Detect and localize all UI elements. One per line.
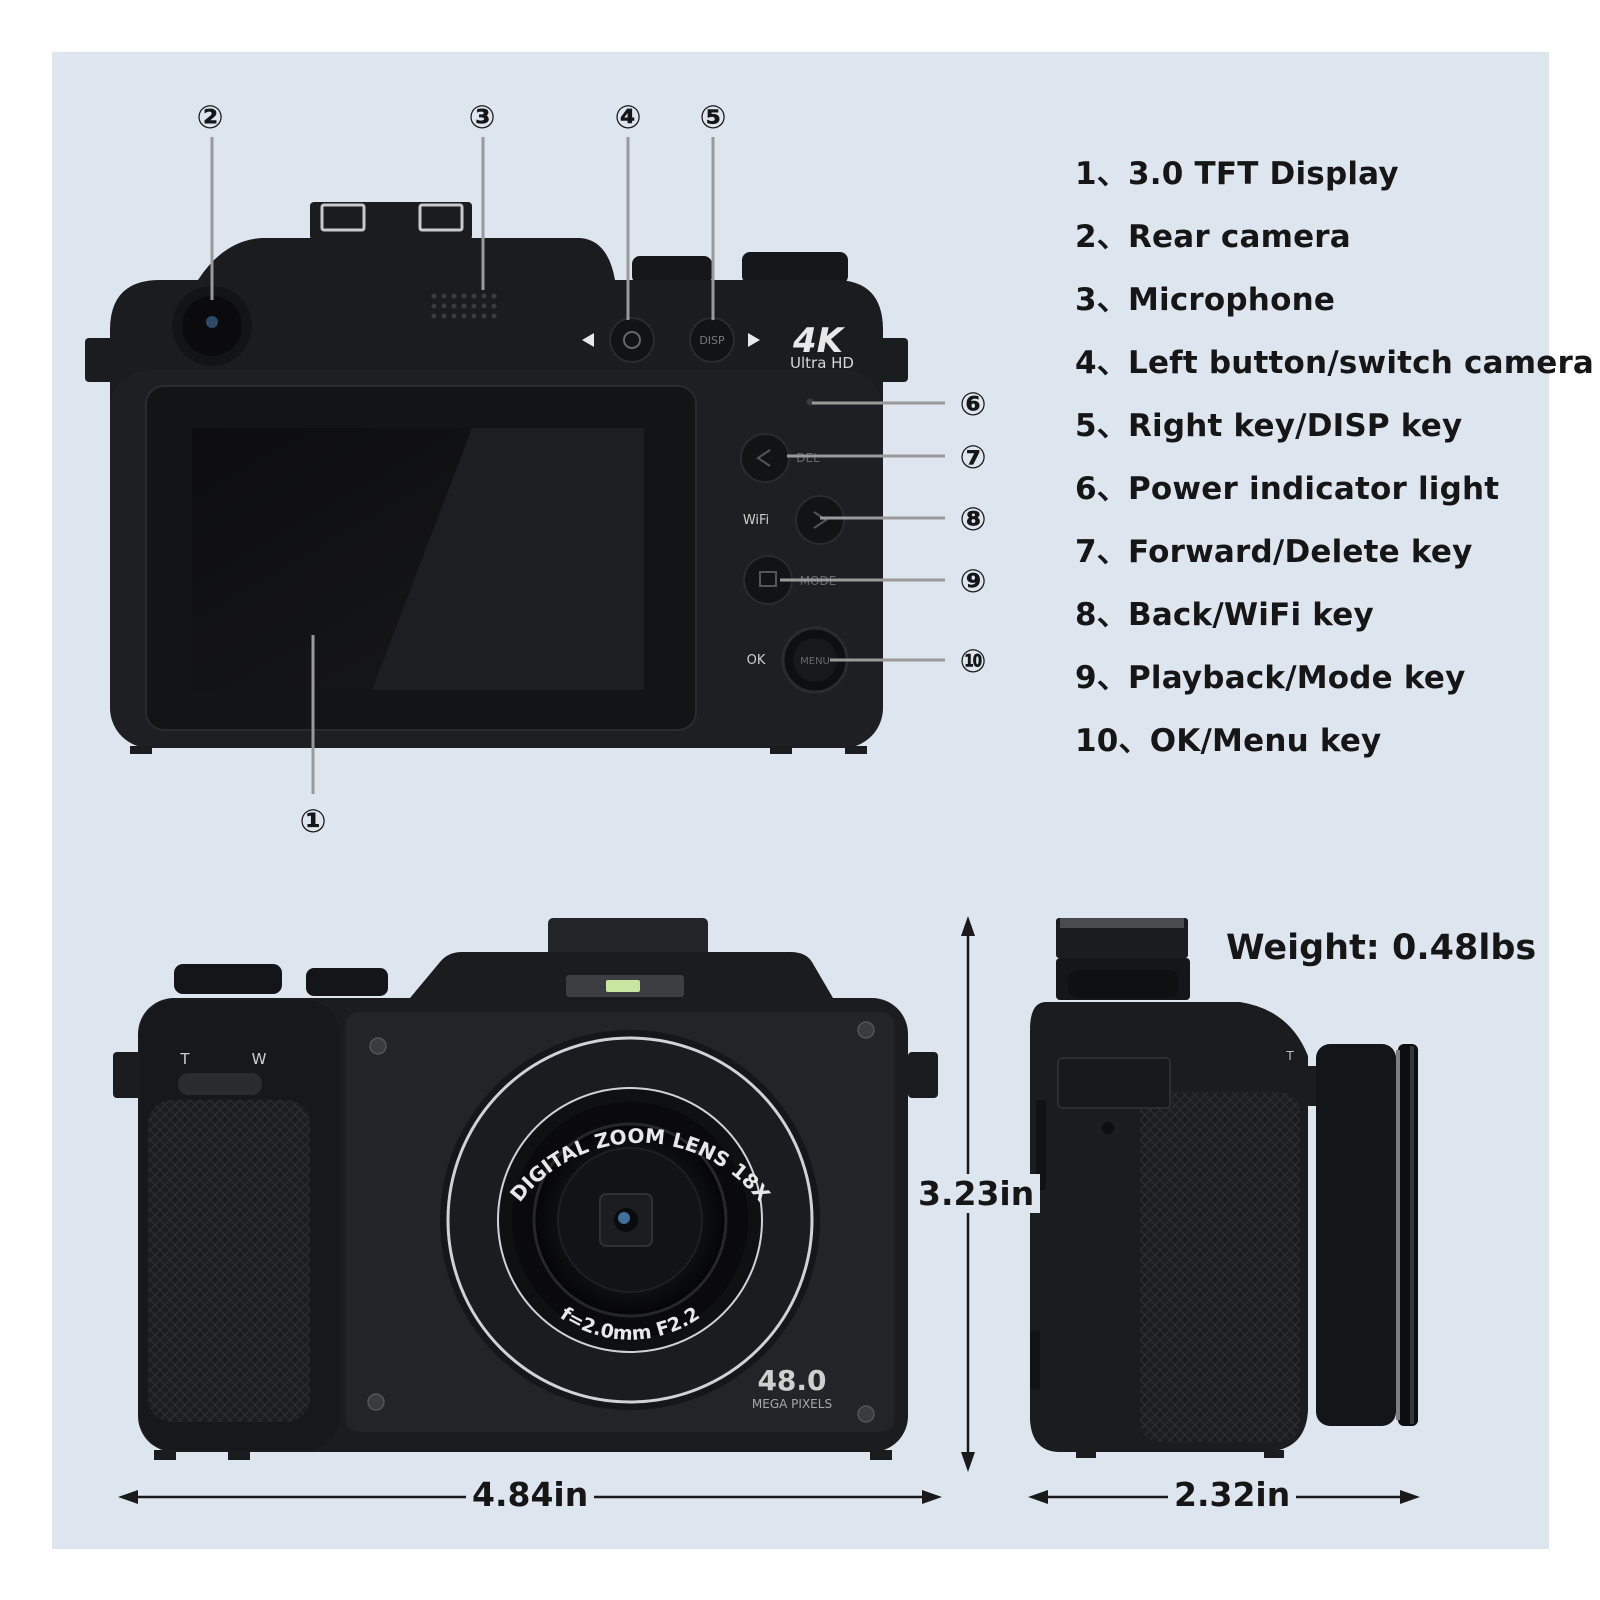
legend-num: 10、 [1075, 723, 1150, 759]
legend-text: Back/WiFi key [1127, 597, 1374, 633]
legend-num: 8、 [1075, 597, 1128, 633]
wifi-label: WiFi [743, 513, 769, 528]
legend-item: 8、Back/WiFi key [1075, 589, 1575, 652]
callout-2: ② [196, 98, 223, 136]
callout-6: ⑥ [959, 385, 986, 423]
legend-num: 2、 [1075, 219, 1128, 255]
legend-num: 5、 [1075, 408, 1128, 444]
legend-item: 5、Right key/DISP key [1075, 400, 1575, 463]
disp-button-label: DISP [699, 334, 725, 347]
parts-legend: 1、3.0 TFT Display 2、Rear camera 3、Microp… [1075, 148, 1594, 778]
callout-leaders [210, 137, 945, 794]
menu-button-label: MENU [800, 656, 830, 667]
callout-3: ③ [468, 98, 495, 136]
callout-5: ⑤ [699, 98, 726, 136]
zoom-t-label: T [179, 1050, 190, 1068]
depth-dimension: 2.32in [1168, 1475, 1297, 1514]
zoom-w-label: W [252, 1050, 267, 1068]
legend-num: 3、 [1075, 282, 1128, 318]
legend-num: 6、 [1075, 471, 1128, 507]
callout-8: ⑧ [959, 500, 986, 538]
legend-item: 1、3.0 TFT Display [1075, 148, 1575, 211]
callout-1: ① [299, 802, 326, 840]
callout-9: ⑨ [959, 562, 986, 600]
legend-text: Power indicator light [1127, 471, 1500, 507]
megapixels-unit: MEGA PIXELS [752, 1397, 832, 1411]
ok-label: OK [747, 653, 766, 668]
camera-front-view: T W DIGITAL ZOOM LENS 18X f=2.0mm F2.2 4… [113, 918, 938, 1460]
camera-back-view: DISP 4K Ultra HD DEL WiFi MODE OK MENU [85, 202, 908, 754]
legend-item: 9、Playback/Mode key [1075, 652, 1575, 715]
weight-label: Weight: 0.48lbs [1226, 928, 1537, 968]
legend-item: 6、Power indicator light [1075, 463, 1575, 526]
legend-text: 3.0 TFT Display [1127, 156, 1399, 192]
legend-text: Playback/Mode key [1127, 660, 1466, 696]
legend-item: 2、Rear camera [1075, 211, 1575, 274]
legend-text: OK/Menu key [1149, 723, 1382, 759]
legend-num: 1、 [1075, 156, 1128, 192]
legend-num: 7、 [1075, 534, 1128, 570]
legend-text: Microphone [1127, 282, 1336, 318]
ultra-hd-label: Ultra HD [790, 354, 854, 372]
legend-item: 7、Forward/Delete key [1075, 526, 1575, 589]
legend-num: 4、 [1075, 345, 1128, 381]
legend-text: Left button/switch camera [1127, 345, 1595, 381]
legend-num: 9、 [1075, 660, 1128, 696]
callout-4: ④ [614, 98, 641, 136]
legend-text: Right key/DISP key [1127, 408, 1463, 444]
callout-10: ⑩ [959, 642, 986, 680]
legend-text: Forward/Delete key [1127, 534, 1473, 570]
legend-text: Rear camera [1127, 219, 1351, 255]
side-zoom-t-label: T [1285, 1049, 1294, 1063]
legend-item: 10、OK/Menu key [1075, 715, 1575, 778]
height-dimension: 3.23in [912, 1174, 1041, 1213]
legend-item: 3、Microphone [1075, 274, 1575, 337]
callout-7: ⑦ [959, 438, 986, 476]
megapixels-value: 48.0 [757, 1364, 826, 1397]
legend-item: 4、Left button/switch camera [1075, 337, 1594, 400]
camera-side-view: T [1030, 918, 1418, 1458]
4k-badge: 4K [792, 321, 846, 361]
width-dimension: 4.84in [466, 1475, 595, 1514]
del-button-label: DEL [796, 451, 820, 465]
